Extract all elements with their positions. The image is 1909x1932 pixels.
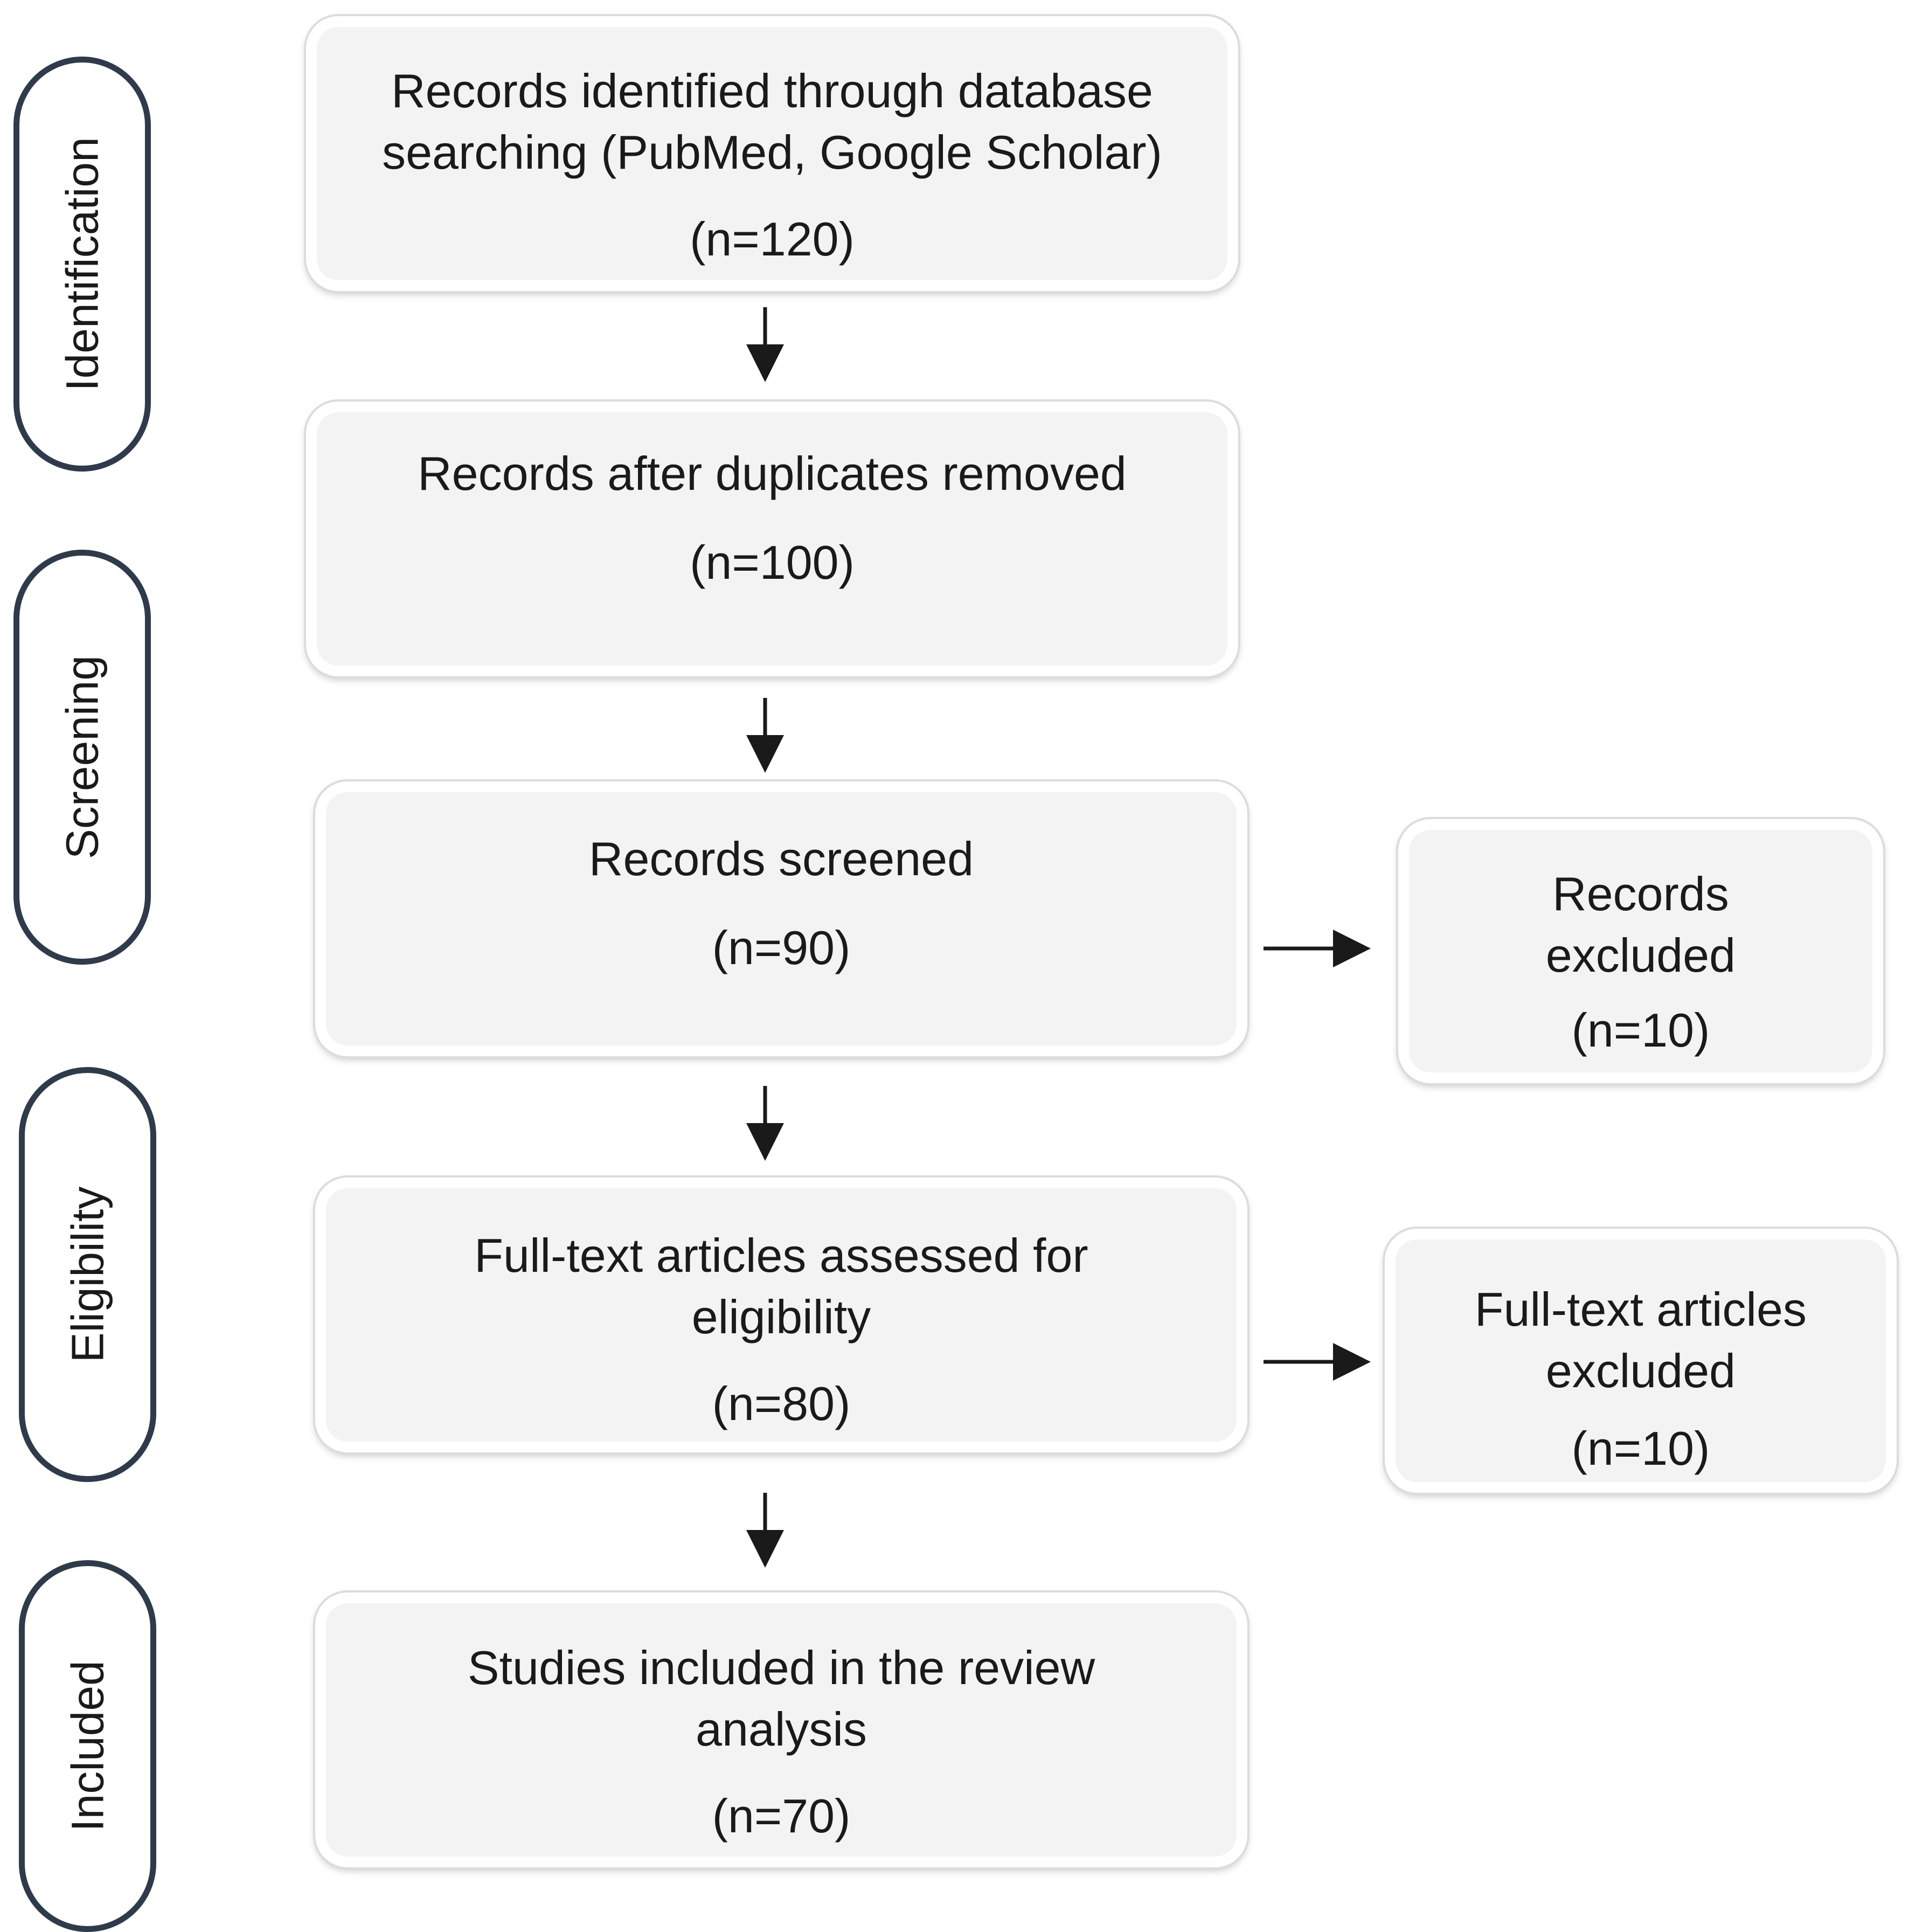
box-count-screened: (n=90) (712, 921, 851, 975)
stage-included: Included (19, 1560, 156, 1932)
box-fulltext-excluded: Full-text articles excluded (n=10) (1385, 1229, 1897, 1493)
box-count-identified: (n=120) (690, 212, 855, 266)
box-title-included: Studies included in the review analysis (467, 1641, 1095, 1756)
box-title-excluded: Records excluded (1545, 867, 1736, 982)
box-title-fulltext: Full-text articles assessed for eligibil… (474, 1229, 1088, 1344)
stage-identification: Identification (13, 57, 151, 472)
box-records-excluded: Records excluded (n=10) (1398, 819, 1883, 1083)
box-fulltext-assessed: Full-text articles assessed for eligibil… (315, 1178, 1247, 1452)
box-title-fulltext-excluded: Full-text articles excluded (1474, 1283, 1807, 1398)
box-studies-included: Studies included in the review analysis … (315, 1592, 1247, 1867)
box-title-identified: Records identified through database sear… (382, 64, 1162, 179)
stage-screening: Screening (13, 550, 151, 965)
box-records-screened: Records screened (n=90) (315, 781, 1247, 1056)
box-count-fulltext-excluded: (n=10) (1571, 1421, 1710, 1475)
box-count-included: (n=70) (712, 1789, 851, 1843)
box-title-screened: Records screened (588, 832, 974, 885)
box-count-excluded: (n=10) (1571, 1003, 1710, 1057)
box-records-identified: Records identified through database sear… (306, 16, 1238, 291)
box-count-deduplicated: (n=100) (690, 536, 855, 590)
box-count-fulltext: (n=80) (712, 1376, 851, 1430)
box-title-deduplicated: Records after duplicates removed (418, 447, 1127, 500)
box-records-deduplicated: Records after duplicates removed (n=100) (306, 401, 1238, 676)
stage-eligibility: Eligibility (19, 1067, 156, 1482)
